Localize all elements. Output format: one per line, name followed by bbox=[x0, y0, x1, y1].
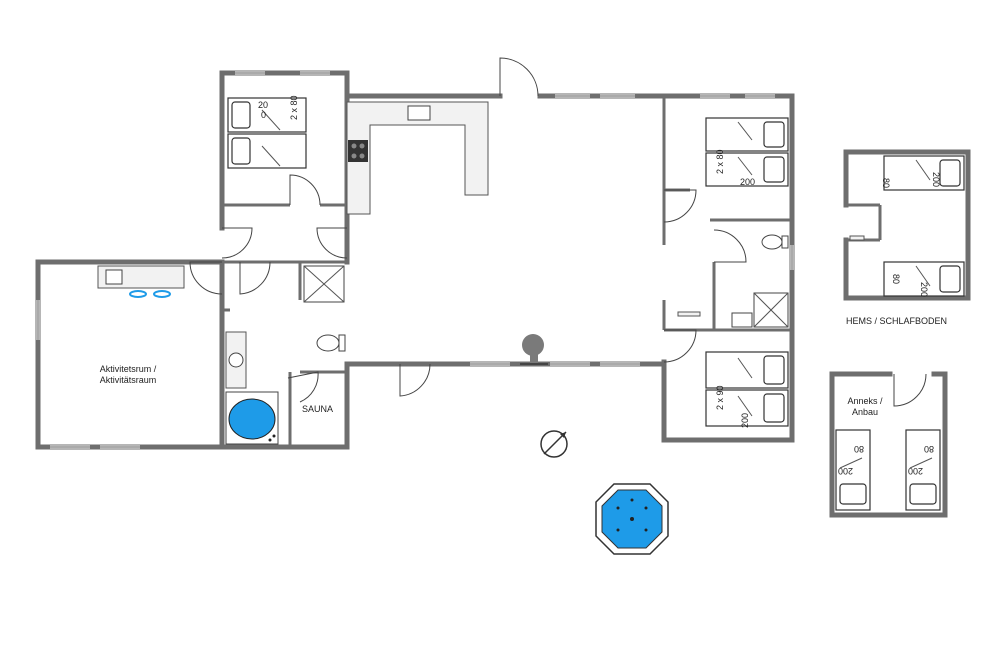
sink-icon bbox=[407, 105, 431, 121]
toilet-icon bbox=[761, 234, 783, 250]
activity-room-counter bbox=[97, 265, 185, 298]
annex-dim-200-right: 200 bbox=[908, 466, 924, 476]
bedroom-3-beds bbox=[705, 351, 789, 427]
doors bbox=[189, 57, 747, 403]
windows bbox=[36, 71, 794, 449]
compass-icon bbox=[540, 430, 568, 458]
interior-walls bbox=[222, 96, 792, 447]
loft-dim-80-bottom: 80 bbox=[891, 274, 901, 285]
bed-dim-20: 20 bbox=[258, 100, 269, 110]
kitchen bbox=[346, 101, 489, 215]
hot-tub-icon bbox=[595, 483, 669, 555]
bed-dim-200-b: 200 bbox=[740, 177, 756, 187]
bedroom-2-beds bbox=[705, 117, 789, 187]
bedroom-1-beds bbox=[227, 97, 307, 169]
loft-dim-200-bottom: 200 bbox=[919, 282, 929, 298]
sink-icon bbox=[228, 352, 244, 368]
toilet-icon bbox=[316, 334, 340, 352]
bed-dim-2x80-a: 2 x 80 bbox=[289, 95, 299, 120]
annex-dim-80-right: 80 bbox=[924, 444, 935, 454]
activity-room-label: Aktivitetsrum / Aktivitätsraum bbox=[99, 364, 157, 385]
annex-plan bbox=[829, 371, 948, 518]
bed-dim-200-c: 200 bbox=[740, 412, 750, 428]
loft-label: HEMS / SCHLAFBODEN bbox=[846, 316, 948, 326]
annex-dim-80-left: 80 bbox=[854, 444, 865, 454]
loft-dim-80-top: 80 bbox=[881, 178, 891, 189]
loft-dim-200-top: 200 bbox=[931, 172, 941, 188]
bathroom-2 bbox=[677, 234, 789, 328]
bed-dim-2x90: 2 x 90 bbox=[715, 385, 725, 410]
annex-dim-200-left: 200 bbox=[838, 466, 854, 476]
sauna-label: SAUNA bbox=[302, 404, 334, 414]
stove-icon bbox=[348, 140, 368, 162]
loft-plan bbox=[843, 149, 971, 301]
sink-icon bbox=[731, 312, 753, 328]
fireplace-icon bbox=[520, 334, 548, 365]
annex-label: Anneks / Anbau bbox=[847, 396, 883, 417]
bed-dim-0: 0 bbox=[261, 110, 267, 120]
bathroom-1 bbox=[225, 265, 346, 445]
sink-icon bbox=[105, 269, 123, 285]
bed-dim-2x80-b: 2 x 80 bbox=[715, 149, 725, 174]
